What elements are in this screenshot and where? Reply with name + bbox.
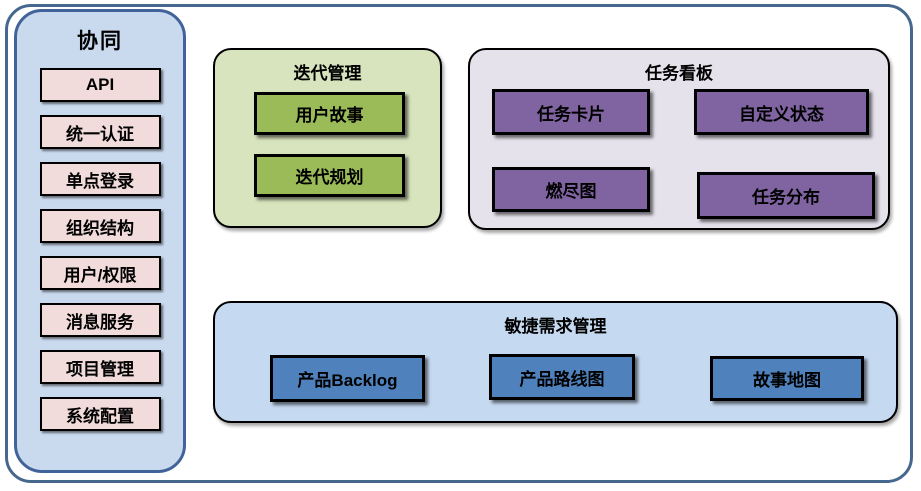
item-task-card: 任务卡片 <box>492 89 650 135</box>
item-user-story: 用户故事 <box>254 92 405 135</box>
kanban-panel-title: 任务看板 <box>645 64 713 83</box>
item-product-backlog: 产品Backlog <box>270 355 425 402</box>
sidebar-item-project-mgmt: 项目管理 <box>39 350 161 384</box>
sidebar-item-system-config: 系统配置 <box>39 397 161 431</box>
item-task-distribution: 任务分布 <box>697 172 875 219</box>
task-kanban-panel: 任务看板 任务卡片 自定义状态 燃尽图 任务分布 <box>468 48 890 230</box>
collaboration-item-list: API 统一认证 单点登录 组织结构 用户/权限 消息服务 项目管理 系统配置 <box>17 68 183 431</box>
iteration-management-panel: 迭代管理 用户故事 迭代规划 <box>213 48 442 228</box>
sidebar-item-user-permission: 用户/权限 <box>39 256 161 290</box>
agile-requirement-panel: 敏捷需求管理 产品Backlog 产品路线图 故事地图 <box>213 301 898 423</box>
iteration-panel-title: 迭代管理 <box>293 64 362 83</box>
collaboration-group-title: 协同 <box>77 30 123 53</box>
item-iteration-planning: 迭代规划 <box>254 154 405 197</box>
sidebar-item-message-service: 消息服务 <box>39 303 161 337</box>
sidebar-item-sso: 单点登录 <box>39 162 161 196</box>
item-story-map: 故事地图 <box>710 356 864 401</box>
item-custom-status: 自定义状态 <box>694 89 869 135</box>
sidebar-item-org-structure: 组织结构 <box>39 209 161 243</box>
sidebar-item-unified-auth: 统一认证 <box>39 115 161 149</box>
sidebar-item-api: API <box>39 68 161 102</box>
collaboration-group: 协同 API 统一认证 单点登录 组织结构 用户/权限 消息服务 项目管理 系统… <box>14 9 186 473</box>
item-burndown-chart: 燃尽图 <box>492 167 650 212</box>
outer-border <box>5 4 913 483</box>
agile-panel-title: 敏捷需求管理 <box>504 317 607 336</box>
item-product-roadmap: 产品路线图 <box>489 354 635 400</box>
